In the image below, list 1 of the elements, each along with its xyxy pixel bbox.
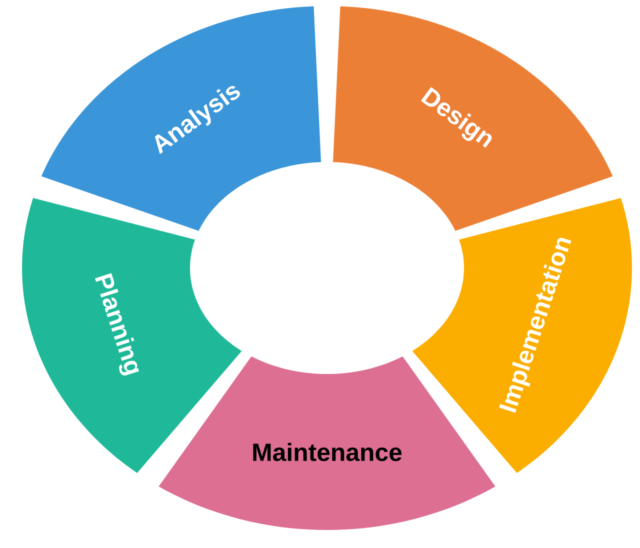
segment: Maintenance [158, 356, 496, 530]
